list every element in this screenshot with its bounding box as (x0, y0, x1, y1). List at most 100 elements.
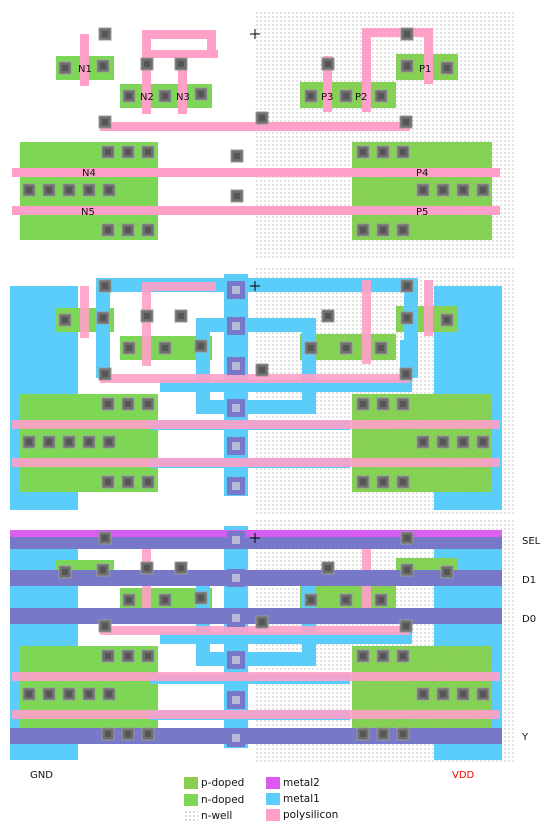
contact-core (440, 439, 446, 445)
contact-core (66, 439, 72, 445)
contact-core (343, 597, 349, 603)
label-p2: P2 (355, 92, 367, 103)
contact-core (106, 691, 112, 697)
contact-core (403, 119, 409, 125)
contact-core (308, 93, 314, 99)
via-core (232, 286, 240, 294)
contact-core (106, 187, 112, 193)
swatch-metal2 (266, 777, 280, 789)
contact-core (162, 345, 168, 351)
contact-core (440, 691, 446, 697)
contact-core (102, 31, 108, 37)
contact-core (125, 227, 131, 233)
contact-core (198, 343, 204, 349)
via-core (232, 656, 240, 664)
via-core (232, 734, 240, 742)
label-p1: P1 (419, 64, 431, 75)
contact-core (125, 401, 131, 407)
legend-label: p-doped (201, 777, 245, 789)
contact-core (259, 619, 265, 625)
contact-core (86, 691, 92, 697)
contact-core (105, 731, 111, 737)
via-core (232, 442, 240, 450)
contact-core (234, 193, 240, 199)
label-n5: N5 (81, 207, 95, 218)
contact-core (444, 65, 450, 71)
contact-core (126, 345, 132, 351)
label-n2: N2 (140, 92, 154, 103)
label-p4: P4 (416, 168, 428, 179)
panel-metal1 (10, 266, 516, 514)
contact-core (145, 149, 151, 155)
contact-core (105, 401, 111, 407)
contact-core (444, 317, 450, 323)
contact-core (480, 691, 486, 697)
contact-core (420, 691, 426, 697)
origin-markers (250, 29, 260, 543)
via-core (232, 536, 240, 544)
contact-core (26, 187, 32, 193)
contact-core (360, 479, 366, 485)
label-n1: N1 (78, 64, 92, 75)
contact-core (46, 439, 52, 445)
contact-core (400, 479, 406, 485)
contact-core (46, 691, 52, 697)
via-core (232, 482, 240, 490)
contact-core (380, 149, 386, 155)
contact-core (105, 479, 111, 485)
contact-core (144, 313, 150, 319)
contact-core (178, 313, 184, 319)
label-p3: P3 (321, 92, 333, 103)
contact-core (378, 345, 384, 351)
legend-p-doped: p-doped (184, 776, 244, 790)
panel-diffusion-poly (12, 10, 516, 260)
contact-core (198, 595, 204, 601)
contact-core (66, 691, 72, 697)
swatch-metal1 (266, 793, 280, 805)
contact-core (125, 149, 131, 155)
signal-d1: D1 (522, 575, 536, 586)
contact-core (325, 565, 331, 571)
contact-core (404, 283, 410, 289)
contact-core (105, 227, 111, 233)
contact-core (66, 187, 72, 193)
contact-core (234, 153, 240, 159)
via-core (232, 574, 240, 582)
via-core (232, 614, 240, 622)
via-core (232, 404, 240, 412)
contact-core (404, 31, 410, 37)
contact-core (480, 439, 486, 445)
contact-core (404, 63, 410, 69)
contact-core (378, 597, 384, 603)
contact-core (380, 479, 386, 485)
contact-core (105, 653, 111, 659)
contact-core (480, 187, 486, 193)
contact-core (86, 187, 92, 193)
legend-label: polysilicon (283, 809, 339, 821)
contact-core (145, 227, 151, 233)
contact-core (400, 149, 406, 155)
legend-n-doped: n-doped (184, 793, 244, 807)
swatch-n-well (184, 810, 198, 822)
signal-y: Y (521, 732, 529, 743)
contact-core (420, 439, 426, 445)
contact-core (145, 479, 151, 485)
label-p5: P5 (416, 207, 428, 218)
swatch-n-doped (184, 794, 198, 806)
contact-core (325, 61, 331, 67)
contact-core (325, 313, 331, 319)
via-core (232, 322, 240, 330)
via-core (232, 362, 240, 370)
polysilicon (12, 28, 500, 215)
contact-core (420, 187, 426, 193)
contact-core (145, 731, 151, 737)
contact-core (360, 731, 366, 737)
panel-metal2 (10, 518, 516, 762)
contact-core (145, 653, 151, 659)
contacts (22, 27, 490, 747)
contact-core (380, 401, 386, 407)
contact-core (404, 315, 410, 321)
contact-core (62, 569, 68, 575)
contact-core (26, 439, 32, 445)
legend-label: n-well (201, 810, 233, 822)
